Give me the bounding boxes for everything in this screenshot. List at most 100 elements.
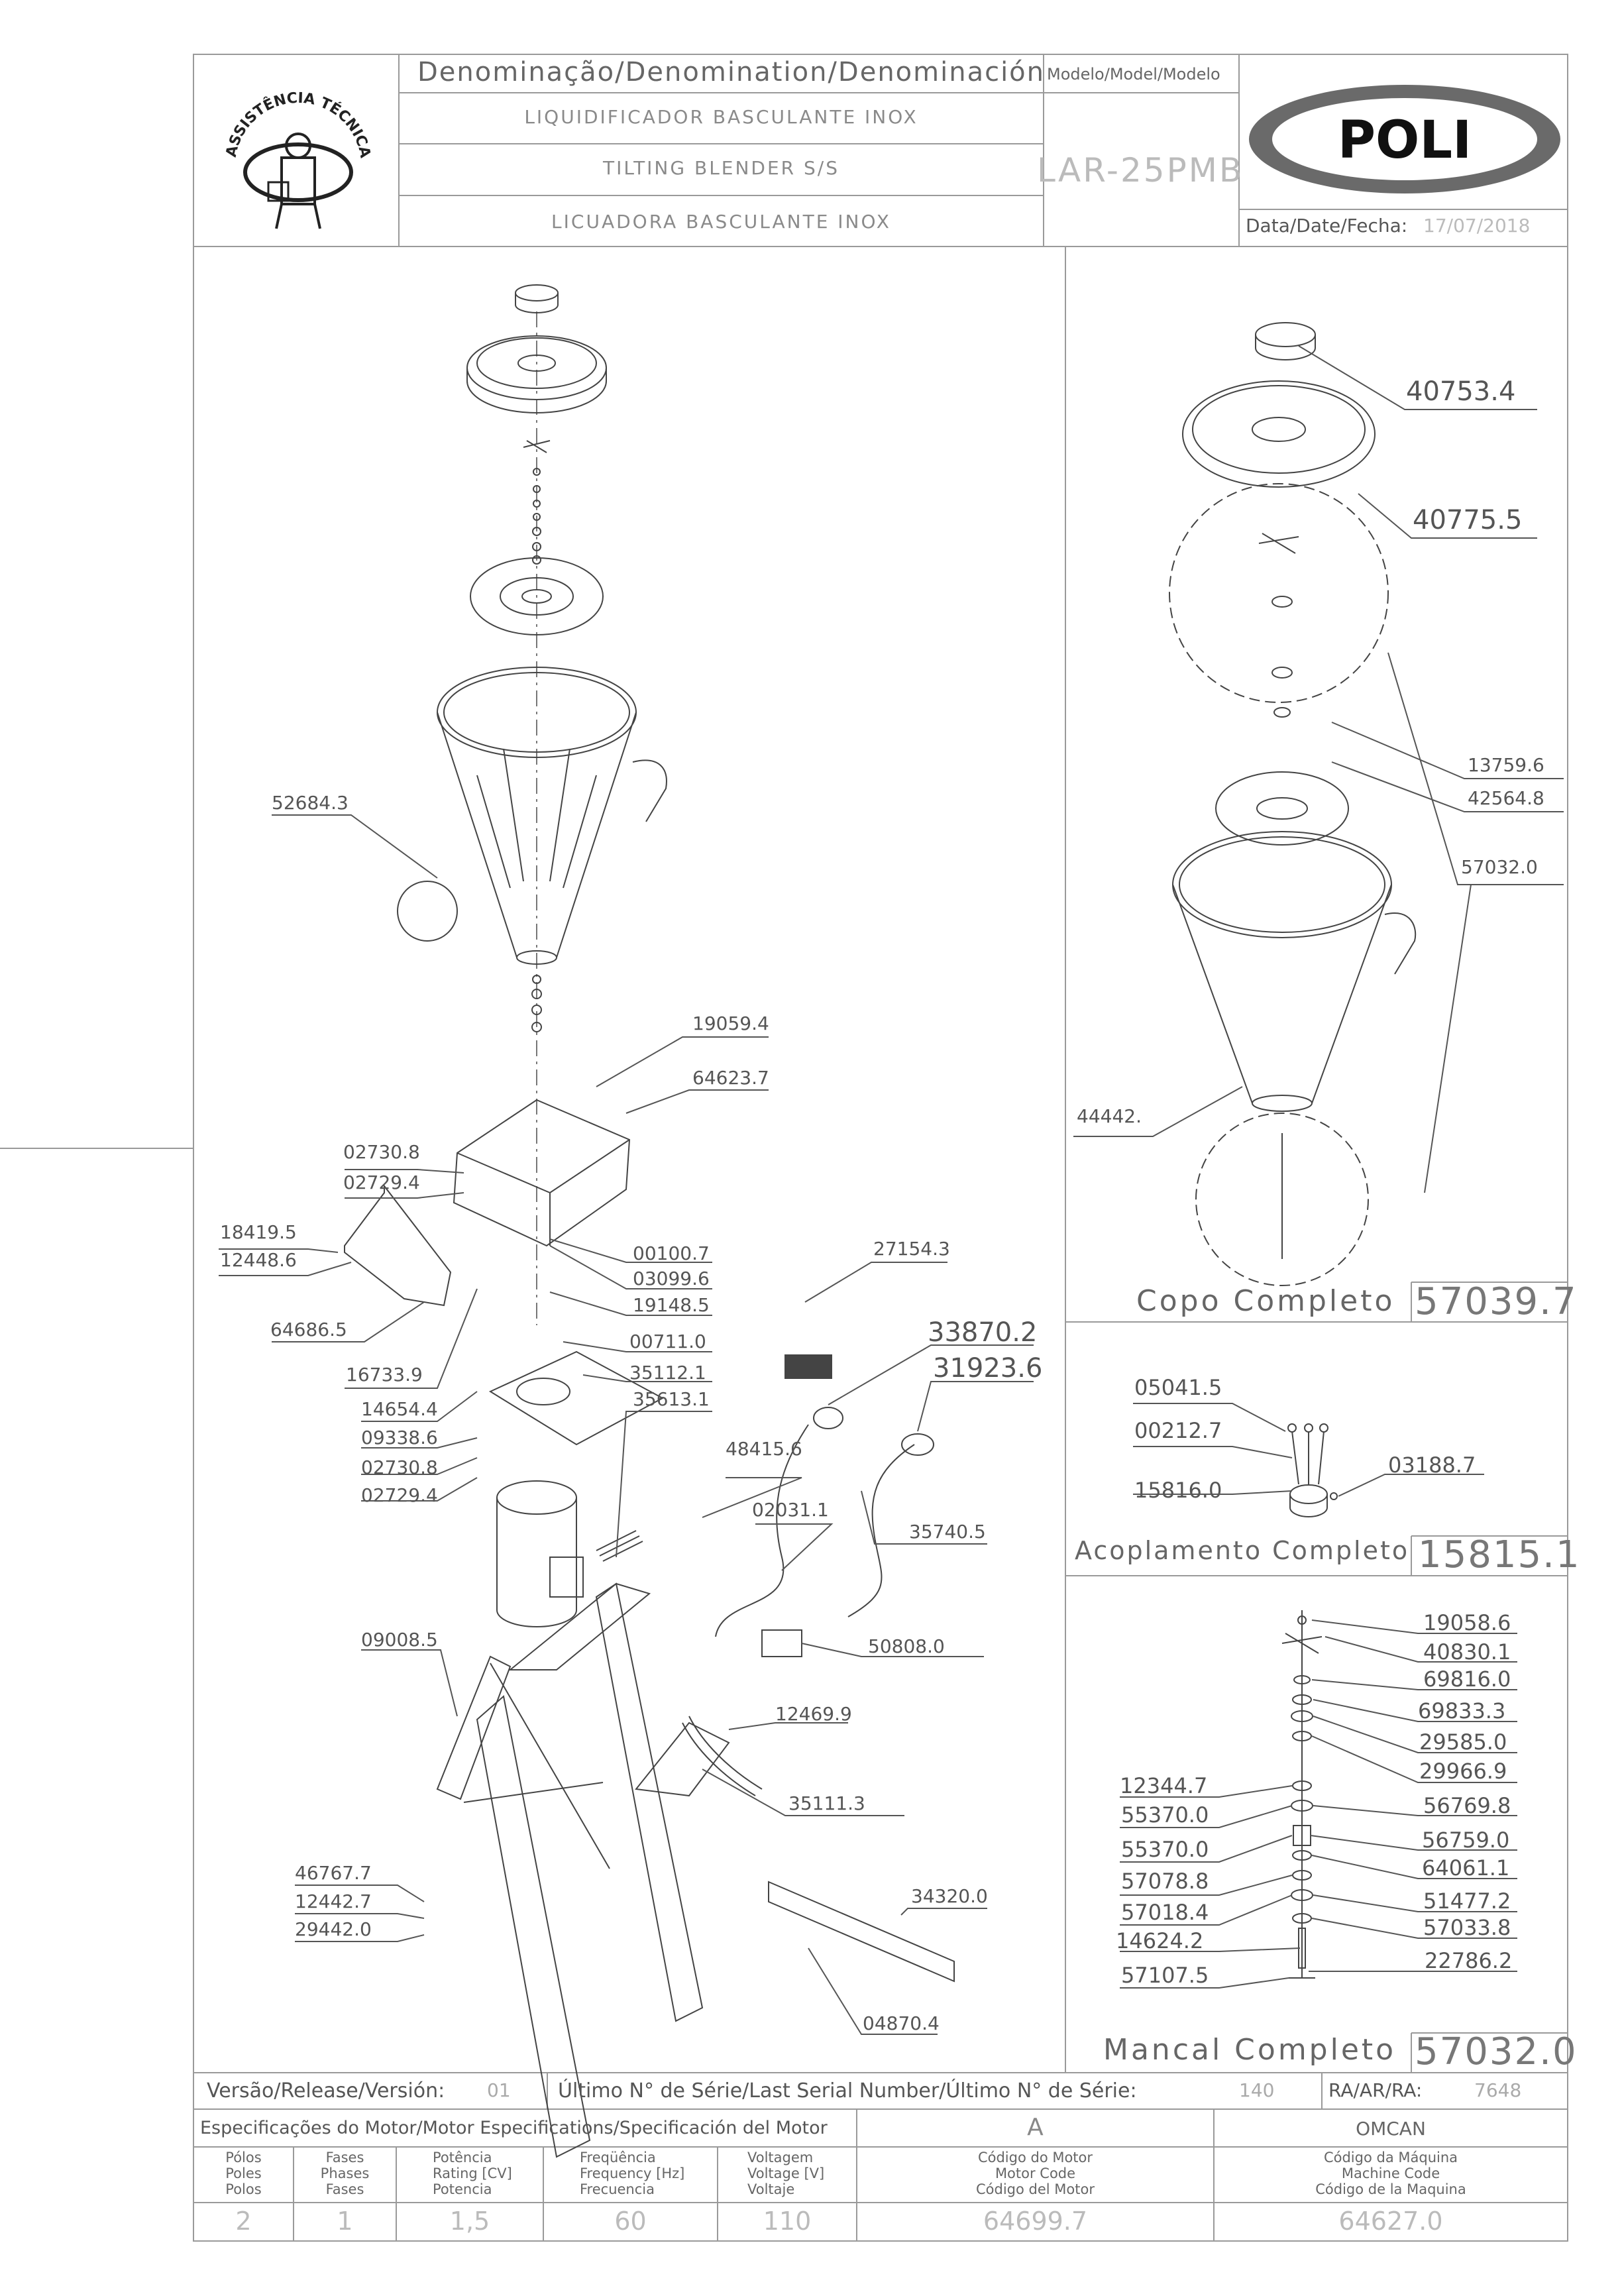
poli-logo: POLI bbox=[1246, 80, 1564, 199]
serial-label: Último N° de Série/Last Serial Number/Úl… bbox=[558, 2079, 1137, 2103]
val-machine-code: 64627.0 bbox=[1338, 2207, 1443, 2236]
part-label: 40830.1 bbox=[1423, 1639, 1511, 1665]
part-label: 19148.5 bbox=[633, 1294, 710, 1316]
col-poles: Pólos Poles Polos bbox=[225, 2150, 262, 2197]
part-label: 12448.6 bbox=[220, 1249, 297, 1271]
version-label: Versão/Release/Versión: bbox=[207, 2079, 445, 2103]
part-label: 46767.7 bbox=[295, 1862, 372, 1884]
part-label: 09338.6 bbox=[361, 1427, 438, 1449]
part-label: 02031.1 bbox=[752, 1499, 829, 1521]
part-label: 00711.0 bbox=[629, 1331, 706, 1352]
serial-value: 140 bbox=[1239, 2079, 1275, 2101]
part-label: 04870.4 bbox=[863, 2012, 940, 2034]
part-label: 14624.2 bbox=[1116, 1928, 1204, 1953]
part-label: 29966.9 bbox=[1419, 1759, 1507, 1784]
part-label: 69816.0 bbox=[1423, 1667, 1511, 1692]
part-label: 13759.6 bbox=[1468, 754, 1544, 776]
part-label: 64061.1 bbox=[1422, 1855, 1510, 1881]
part-label: 02729.4 bbox=[343, 1172, 420, 1193]
part-label: 42564.8 bbox=[1468, 787, 1544, 809]
part-label: 57018.4 bbox=[1121, 1900, 1209, 1925]
part-label: 56769.8 bbox=[1423, 1793, 1511, 1818]
part-label: 55370.0 bbox=[1121, 1837, 1209, 1862]
model-label: Modelo/Model/Modelo bbox=[1047, 65, 1220, 83]
date-label: Data/Date/Fecha: bbox=[1246, 215, 1408, 237]
brand-value: OMCAN bbox=[1356, 2118, 1426, 2140]
part-label: 18419.5 bbox=[220, 1221, 297, 1243]
part-label: 00212.7 bbox=[1134, 1418, 1222, 1443]
name-en: TILTING BLENDER S/S bbox=[602, 157, 840, 179]
part-label: 40775.5 bbox=[1413, 505, 1523, 535]
part-label: 31923.6 bbox=[933, 1353, 1043, 1384]
val-power: 1,5 bbox=[449, 2207, 490, 2236]
part-label: 69833.3 bbox=[1418, 1698, 1506, 1723]
motor-spec-value: A bbox=[1027, 2114, 1044, 2141]
part-label: 57033.8 bbox=[1423, 1915, 1511, 1940]
part-label: 55370.0 bbox=[1121, 1802, 1209, 1828]
col-power: Potência Rating [CV] Potencia bbox=[433, 2150, 512, 2197]
part-label: 27154.3 bbox=[873, 1238, 950, 1260]
part-label: 50808.0 bbox=[868, 1635, 945, 1657]
denomination-label: Denominação/Denomination/Denominación bbox=[417, 57, 1046, 87]
val-phases: 1 bbox=[337, 2207, 353, 2236]
service-badge: ASSISTÊNCIA TÉCNICA AUTORIZADA bbox=[215, 73, 381, 239]
copo-title: Copo Completo bbox=[1136, 1284, 1395, 1318]
col-phases: Fases Phases Fases bbox=[320, 2150, 370, 2197]
date-value: 17/07/2018 bbox=[1423, 215, 1531, 237]
copo-code: 57039.7 bbox=[1415, 1280, 1578, 1323]
col-freq: Freqüência Frequency [Hz] Frecuencia bbox=[580, 2150, 685, 2197]
version-value: 01 bbox=[487, 2079, 511, 2101]
val-motor-code: 64699.7 bbox=[983, 2207, 1088, 2236]
part-label: 51477.2 bbox=[1423, 1888, 1511, 1914]
part-label: 00100.7 bbox=[633, 1242, 710, 1264]
part-label: 15816.0 bbox=[1134, 1478, 1222, 1503]
part-label: 03099.6 bbox=[633, 1268, 710, 1289]
acoplamento-title: Acoplamento Completo bbox=[1075, 1536, 1410, 1565]
part-label: 35740.5 bbox=[909, 1521, 986, 1543]
part-label: 57107.5 bbox=[1121, 1963, 1209, 1988]
part-label: 16733.9 bbox=[346, 1364, 423, 1386]
ra-value: 7648 bbox=[1474, 2079, 1522, 2101]
part-label: 22786.2 bbox=[1425, 1948, 1513, 1973]
part-label: 57032.0 bbox=[1461, 856, 1538, 878]
name-es: LICUADORA BASCULANTE INOX bbox=[551, 211, 891, 233]
part-label: 12469.9 bbox=[775, 1703, 852, 1725]
part-label: 02729.4 bbox=[361, 1484, 438, 1506]
val-freq: 60 bbox=[614, 2207, 647, 2236]
acoplamento-code: 15815.1 bbox=[1418, 1533, 1581, 1576]
part-label: 03188.7 bbox=[1388, 1452, 1476, 1478]
part-label: 64623.7 bbox=[692, 1067, 769, 1089]
brand-text: POLI bbox=[1338, 111, 1472, 170]
motor-spec-label: Especificações do Motor/Motor Especifica… bbox=[200, 2118, 828, 2138]
ra-label: RA/AR/RA: bbox=[1328, 2079, 1423, 2101]
part-label: 35111.3 bbox=[788, 1792, 865, 1814]
col-motor-code: Código do Motor Motor Code Código del Mo… bbox=[976, 2150, 1095, 2197]
part-label: 56759.0 bbox=[1422, 1828, 1510, 1853]
part-label: 12442.7 bbox=[295, 1890, 372, 1912]
part-label: 05041.5 bbox=[1134, 1375, 1222, 1400]
part-label: 52684.3 bbox=[272, 792, 349, 814]
part-label: 19059.4 bbox=[692, 1012, 769, 1034]
part-label: 12344.7 bbox=[1120, 1773, 1208, 1798]
name-pt: LIQUIDIFICADOR BASCULANTE INOX bbox=[524, 106, 918, 128]
part-label: 29442.0 bbox=[295, 1918, 372, 1940]
part-label: 48415.6 bbox=[726, 1438, 802, 1460]
part-label: 02730.8 bbox=[343, 1141, 420, 1163]
part-label: 44442. bbox=[1077, 1105, 1142, 1127]
val-voltage: 110 bbox=[763, 2207, 812, 2236]
col-machine-code: Código da Máquina Machine Code Código de… bbox=[1315, 2150, 1466, 2197]
part-label: 14654.4 bbox=[361, 1398, 438, 1420]
part-label: 35112.1 bbox=[629, 1362, 706, 1384]
part-label: 33870.2 bbox=[928, 1317, 1038, 1348]
model-value: LAR-25PMB bbox=[1037, 151, 1244, 190]
mancal-code: 57032.0 bbox=[1415, 2030, 1578, 2073]
part-label: 64686.5 bbox=[270, 1319, 347, 1340]
part-label: 19058.6 bbox=[1423, 1610, 1511, 1635]
part-label: 29585.0 bbox=[1419, 1729, 1507, 1755]
col-voltage: Voltagem Voltage [V] Voltaje bbox=[747, 2150, 825, 2197]
part-label: 35613.1 bbox=[633, 1388, 710, 1410]
val-poles: 2 bbox=[235, 2207, 252, 2236]
part-label: 02730.8 bbox=[361, 1456, 438, 1478]
